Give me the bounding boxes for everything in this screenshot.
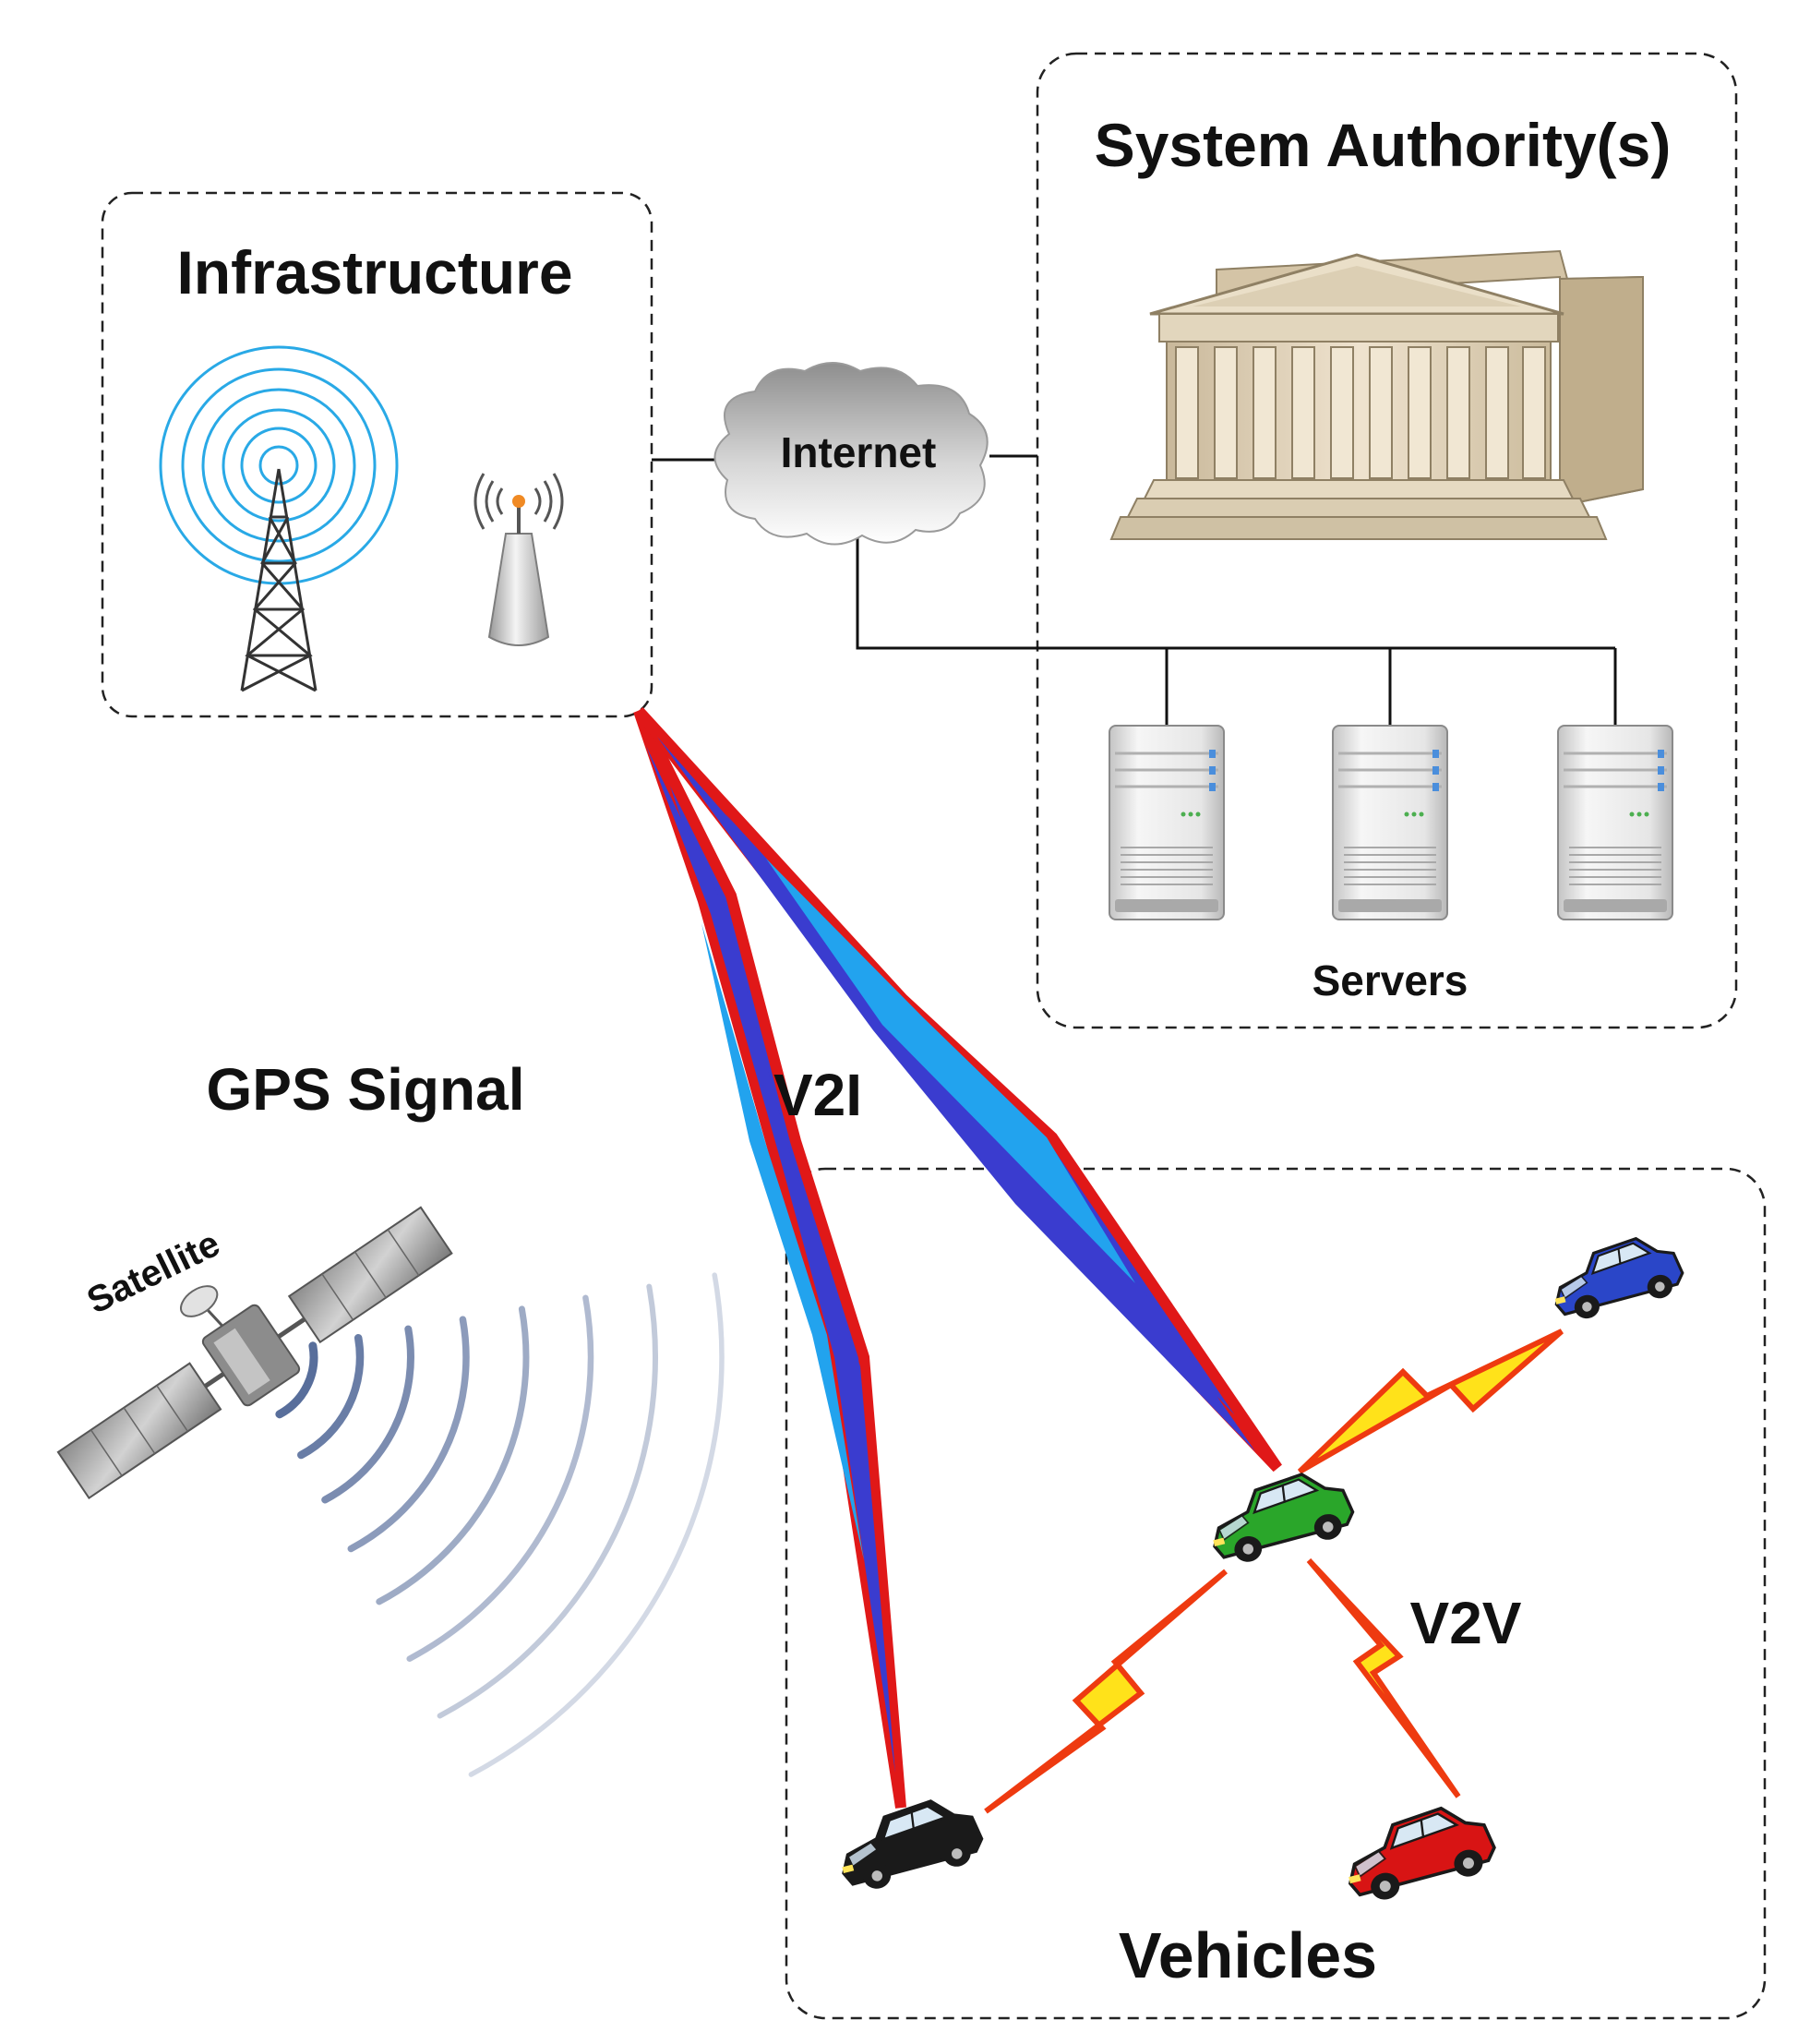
authority-title: System Authority(s): [1095, 111, 1672, 179]
infrastructure-box: [101, 191, 653, 718]
gps-wave-arc: [437, 1283, 658, 1719]
antenna-icon: [473, 473, 564, 646]
satellite-icon: [56, 1206, 453, 1499]
vehicles-title: Vehicles: [1119, 1919, 1377, 1991]
gps-signal-waves: [275, 1272, 725, 1777]
government-building-icon: [1109, 249, 1644, 540]
gps-wave-arc: [347, 1316, 470, 1553]
car-icon: [1336, 1796, 1503, 1909]
server-icon: [1108, 724, 1226, 921]
server-icon: [1556, 724, 1674, 921]
infrastructure-title: Infrastructure: [176, 238, 572, 307]
car-icon: [1544, 1228, 1689, 1327]
gps-signal-label: GPS Signal: [207, 1056, 525, 1123]
authority-box: [1036, 52, 1738, 1029]
gps-wave-arc: [468, 1272, 725, 1777]
v2v-label: V2V: [1410, 1590, 1522, 1656]
server-icon: [1331, 724, 1449, 921]
v2v-link: [984, 1329, 1564, 1814]
servers-label: Servers: [1313, 956, 1468, 1004]
v2i-link: [633, 706, 1282, 1809]
vehicles-box: [785, 1167, 1767, 2020]
gps-wave-arc: [406, 1294, 594, 1662]
radio-tower-icon: [159, 345, 399, 692]
network-links: [652, 454, 1617, 726]
gps-wave-arc: [297, 1333, 365, 1460]
car-icon: [830, 1789, 989, 1898]
gps-wave-arc: [275, 1341, 318, 1419]
car-icon: [1201, 1462, 1360, 1571]
gps-wave-arc: [321, 1325, 414, 1504]
internet-label: Internet: [781, 428, 937, 476]
v2i-label: V2I: [773, 1062, 862, 1128]
cloud-icon: [713, 362, 989, 546]
gps-wave-arc: [376, 1305, 530, 1605]
